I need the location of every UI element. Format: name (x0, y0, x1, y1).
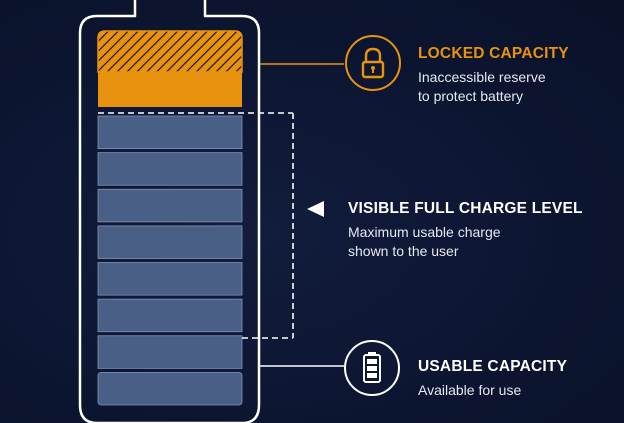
padlock-icon (361, 47, 385, 79)
left-pointing-triangle-icon (307, 201, 324, 217)
visible-desc-line-1: Maximum usable charge (348, 224, 501, 240)
usable-capacity-label: USABLE CAPACITY Available for use (418, 358, 567, 400)
battery-cell (97, 298, 243, 333)
locked-capacity-description: Inaccessible reserve to protect battery (418, 68, 569, 106)
battery-outline (78, 0, 261, 423)
locked-hatched-top (97, 30, 243, 73)
battery-icon-circle (344, 340, 400, 396)
locked-capacity-label: LOCKED CAPACITY Inaccessible reserve to … (418, 45, 569, 106)
visible-level-description: Maximum usable charge shown to the user (348, 223, 583, 261)
visible-level-bracket (98, 112, 294, 339)
battery-cell (97, 371, 243, 406)
battery-cell (97, 335, 243, 369)
battery-cell (97, 152, 243, 186)
battery-icon (363, 352, 381, 383)
visible-desc-line-2: shown to the user (348, 243, 459, 259)
battery-cell (97, 188, 243, 223)
battery-cell (97, 225, 243, 259)
padlock-icon-circle (345, 35, 401, 91)
locked-solid-band (98, 72, 242, 107)
usable-cells (97, 115, 243, 406)
usable-desc-line-1: Available for use (418, 382, 522, 398)
locked-desc-line-1: Inaccessible reserve (418, 69, 546, 85)
usable-capacity-title: USABLE CAPACITY (418, 358, 568, 375)
visible-level-label: VISIBLE FULL CHARGE LEVEL Maximum usable… (348, 200, 583, 261)
locked-desc-line-2: to protect battery (418, 88, 524, 104)
locked-capacity-segment (97, 30, 243, 107)
visible-level-title: VISIBLE FULL CHARGE LEVEL (348, 200, 583, 217)
battery-cell (97, 262, 243, 296)
battery-cell (97, 115, 243, 150)
locked-capacity-title: LOCKED CAPACITY (418, 45, 569, 62)
usable-capacity-description: Available for use (418, 381, 567, 400)
